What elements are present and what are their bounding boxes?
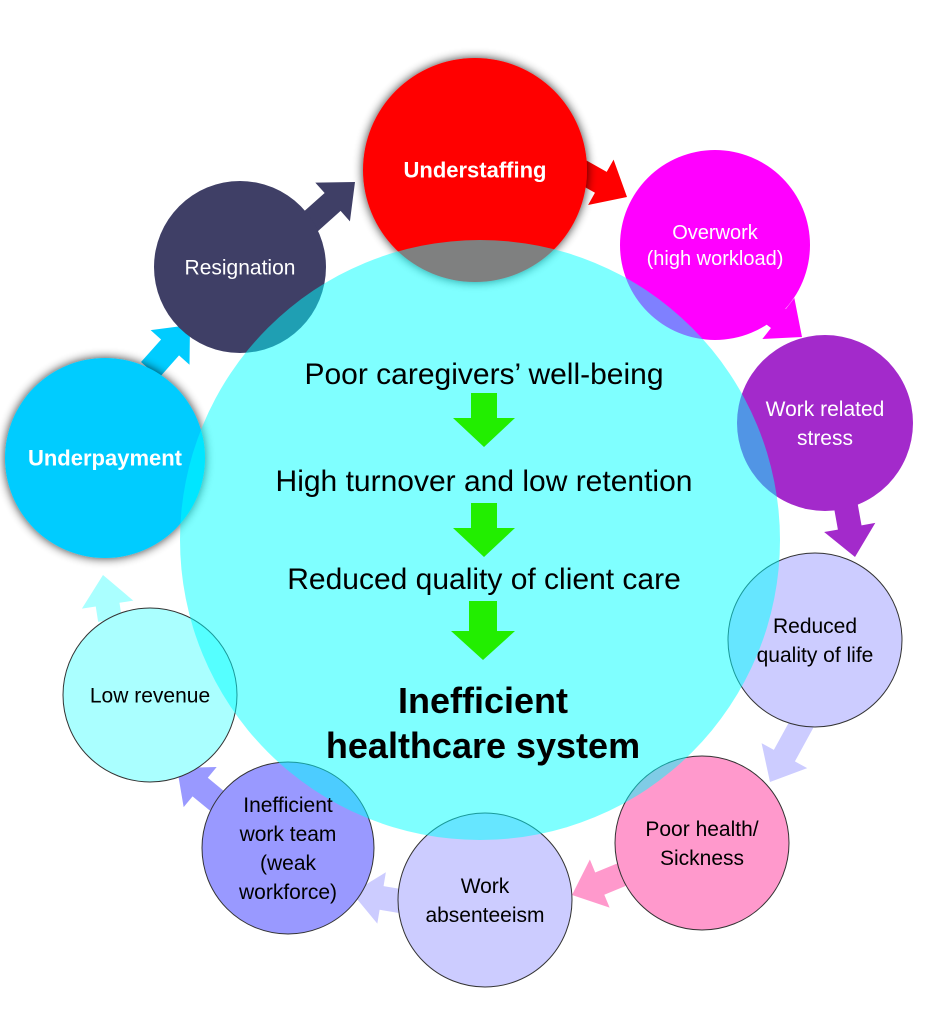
label-work-team: Inefficient: [243, 794, 333, 817]
label-work-team: workforce): [238, 881, 337, 904]
center-step-1: Poor caregivers’ well-being: [304, 358, 663, 391]
label-stress: Work related: [766, 398, 885, 421]
circle-understaffing: [363, 58, 587, 282]
center-step-2: High turnover and low retention: [276, 465, 693, 498]
cycle-arrows: [81, 154, 876, 924]
label-poor-health: Sickness: [660, 847, 744, 870]
down-arrow-icon: [453, 393, 515, 447]
label-absenteeism: Work: [461, 875, 510, 898]
label-poor-health: Poor health/: [645, 818, 758, 841]
outcome-line-2: healthcare system: [326, 725, 640, 766]
circle-resignation: [154, 181, 326, 353]
label-low-revenue: Low revenue: [90, 684, 210, 707]
label-resignation: Resignation: [185, 256, 296, 279]
arrow-icon: [761, 712, 816, 782]
arrow-icon: [81, 575, 134, 622]
label-overwork: Overwork: [672, 222, 759, 244]
center-step-3: Reduced quality of client care: [287, 563, 681, 596]
outcome-line-1: Inefficient: [398, 680, 568, 721]
arrow-icon: [572, 859, 633, 908]
down-arrow-icon: [451, 601, 515, 660]
circle-underpayment: [5, 358, 205, 558]
label-stress: stress: [797, 427, 853, 450]
label-understaffing: Understaffing: [404, 158, 547, 183]
arrow-icon: [141, 325, 190, 378]
label-quality-of-life: quality of life: [757, 644, 874, 667]
label-overwork: (high workload): [647, 248, 784, 270]
circle-overwork: [620, 150, 810, 340]
label-underpayment: Underpayment: [28, 446, 183, 471]
cycle-circles: [5, 58, 913, 988]
circle-stress: [737, 335, 913, 511]
down-arrow-icon: [453, 503, 515, 557]
label-absenteeism: absenteeism: [425, 904, 544, 927]
label-work-team: work team: [239, 823, 337, 846]
label-work-team: (weak: [260, 852, 317, 875]
label-quality-of-life: Reduced: [773, 615, 857, 638]
circle-poor-health: [614, 755, 790, 931]
center-flow: Poor caregivers’ well-being High turnove…: [276, 358, 693, 766]
